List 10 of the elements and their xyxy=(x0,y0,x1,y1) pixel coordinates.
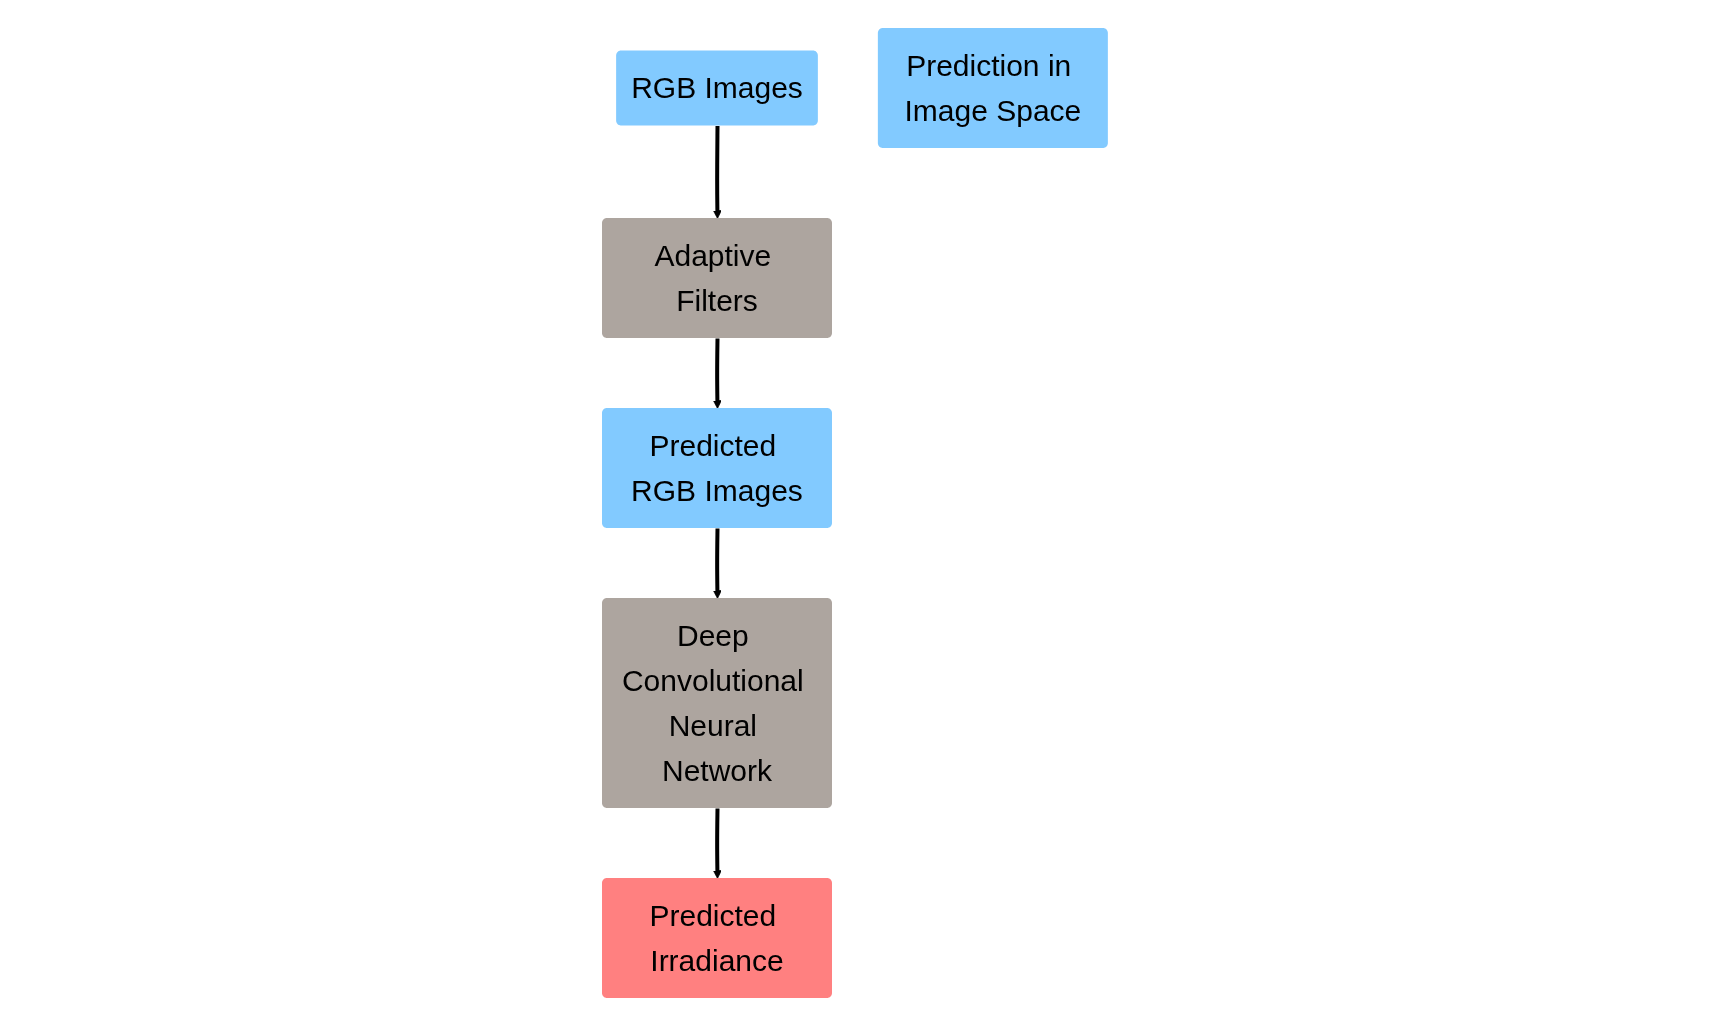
node-box: Deep Convolutional Neural Network xyxy=(602,598,833,808)
arrow xyxy=(713,125,722,219)
node-box: Adaptive Filters xyxy=(602,218,833,338)
node-box: RGB Images xyxy=(616,50,818,126)
arrow xyxy=(713,338,722,409)
node-box: Predicted RGB Images xyxy=(602,408,833,528)
node-box: Prediction in Image Space xyxy=(877,28,1108,148)
arrow xyxy=(713,528,722,599)
arrow xyxy=(713,808,722,879)
node-box: Predicted Irradiance xyxy=(602,878,833,998)
